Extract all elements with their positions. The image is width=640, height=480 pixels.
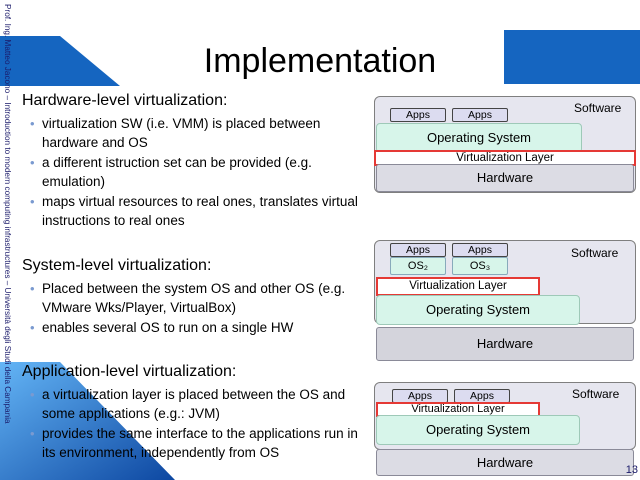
apps-box: Apps: [452, 243, 508, 257]
hardware-box: Hardware: [376, 449, 634, 476]
apps-box: Apps: [390, 108, 446, 122]
section-heading-hardware: Hardware-level virtualization:: [22, 92, 228, 109]
section-heading-system: System-level virtualization:: [22, 257, 212, 274]
apps-box: Apps: [452, 108, 508, 122]
bullet-item: maps virtual resources to real ones, tra…: [30, 192, 362, 230]
apps-box: Apps: [390, 243, 446, 257]
top-right-decoration: [504, 30, 640, 84]
software-label: Software: [574, 101, 622, 115]
page-number: 13: [625, 464, 638, 476]
bullet-item: a different istruction set can be provid…: [30, 153, 362, 191]
os-box: Operating System: [376, 415, 580, 445]
bullet-item: Placed between the system OS and other O…: [30, 279, 362, 317]
hardware-box: Hardware: [376, 327, 634, 361]
software-label: Software: [571, 246, 619, 260]
bullet-item: provides the same interface to the appli…: [30, 424, 362, 462]
os-box: Operating System: [376, 295, 580, 325]
bullet-item: enables several OS to run on a single HW: [30, 318, 362, 337]
hardware-box: Hardware: [376, 164, 634, 192]
virtualization-layer: Virtualization Layer: [376, 277, 540, 296]
slide-title: Implementation: [203, 42, 437, 80]
software-label: Software: [572, 387, 620, 401]
apps-box: Apps: [454, 389, 510, 403]
bullet-item: virtualization SW (i.e. VMM) is placed b…: [30, 114, 362, 152]
guest-os-box: OS₃: [452, 257, 508, 275]
guest-os-box: OS₂: [390, 257, 446, 275]
apps-box: Apps: [392, 389, 448, 403]
section-heading-application: Application-level virtualization:: [22, 363, 237, 380]
os-box: Operating System: [376, 123, 582, 153]
top-left-decoration: [0, 36, 120, 86]
bullet-item: a virtualization layer is placed between…: [30, 385, 362, 423]
